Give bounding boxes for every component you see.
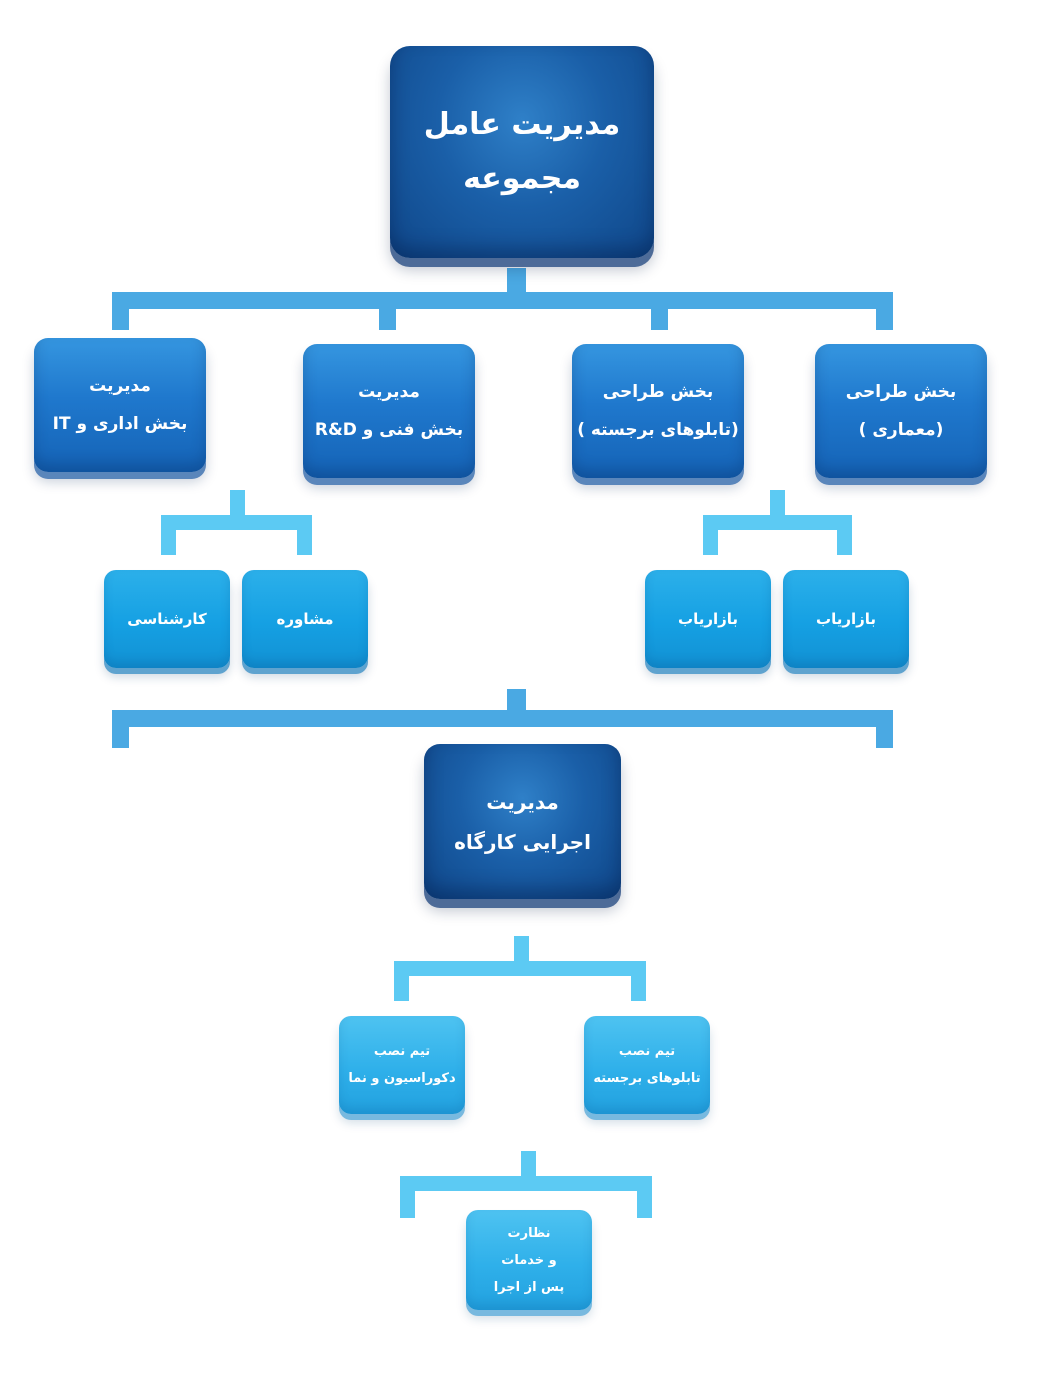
marketer-right-box: بازاریاب: [783, 570, 909, 668]
dept-design-architecture-line1: بخش طراحی: [845, 382, 957, 402]
team-signs-box: تیم نصب تابلوهای برجسته: [584, 1016, 710, 1114]
site-manager-line1: مدیریت: [486, 789, 559, 814]
dept-design-signs-line1: بخش طراحی: [602, 382, 714, 402]
supervision-box: نظارت و خدمات پس از اجرا: [466, 1210, 592, 1310]
dept-admin-it-box: مدیریت بخش اداری و IT: [34, 338, 206, 472]
dept-admin-it-line1: مدیریت: [89, 376, 151, 396]
supervision-line2: و خدمات: [501, 1252, 557, 1268]
dept-technical-rd-line2: بخش فنی و R&D: [314, 420, 464, 440]
dept-design-signs-line2: (تابلوهای برجسته ): [577, 420, 739, 440]
ceo-title-line2: مجموعه: [463, 161, 581, 196]
dept-technical-rd-box: مدیریت بخش فنی و R&D: [303, 344, 475, 478]
expert-box: کارشناسی: [104, 570, 230, 668]
team-signs-line2: تابلوهای برجسته: [593, 1071, 701, 1086]
team-signs-line1: تیم نصب: [618, 1044, 676, 1059]
team-decoration-line2: دکوراسیون و نما: [348, 1071, 456, 1086]
ceo-box: مدیریت عامل مجموعه: [390, 46, 654, 258]
marketer-left-label: بازاریاب: [678, 610, 739, 628]
dept-technical-rd-line1: مدیریت: [358, 382, 420, 402]
supervision-line1: نظارت: [507, 1225, 551, 1241]
expert-label: کارشناسی: [127, 610, 207, 628]
supervision-line3: پس از اجرا: [493, 1279, 565, 1295]
dept-design-architecture-box: بخش طراحی (معماری ): [815, 344, 987, 478]
consulting-box: مشاوره: [242, 570, 368, 668]
site-manager-box: مدیریت اجرایی کارگاه: [424, 744, 621, 899]
dept-design-signs-box: بخش طراحی (تابلوهای برجسته ): [572, 344, 744, 478]
marketer-right-label: بازاریاب: [816, 610, 877, 628]
marketer-left-box: بازاریاب: [645, 570, 771, 668]
dept-admin-it-line2: بخش اداری و IT: [52, 414, 188, 434]
ceo-title-line1: مدیریت عامل: [423, 107, 621, 142]
team-decoration-box: تیم نصب دکوراسیون و نما: [339, 1016, 465, 1114]
consulting-label: مشاوره: [276, 610, 334, 628]
site-manager-line2: اجرایی کارگاه: [454, 829, 591, 854]
team-decoration-line1: تیم نصب: [373, 1044, 431, 1059]
dept-design-architecture-line2: (معماری ): [858, 420, 944, 440]
